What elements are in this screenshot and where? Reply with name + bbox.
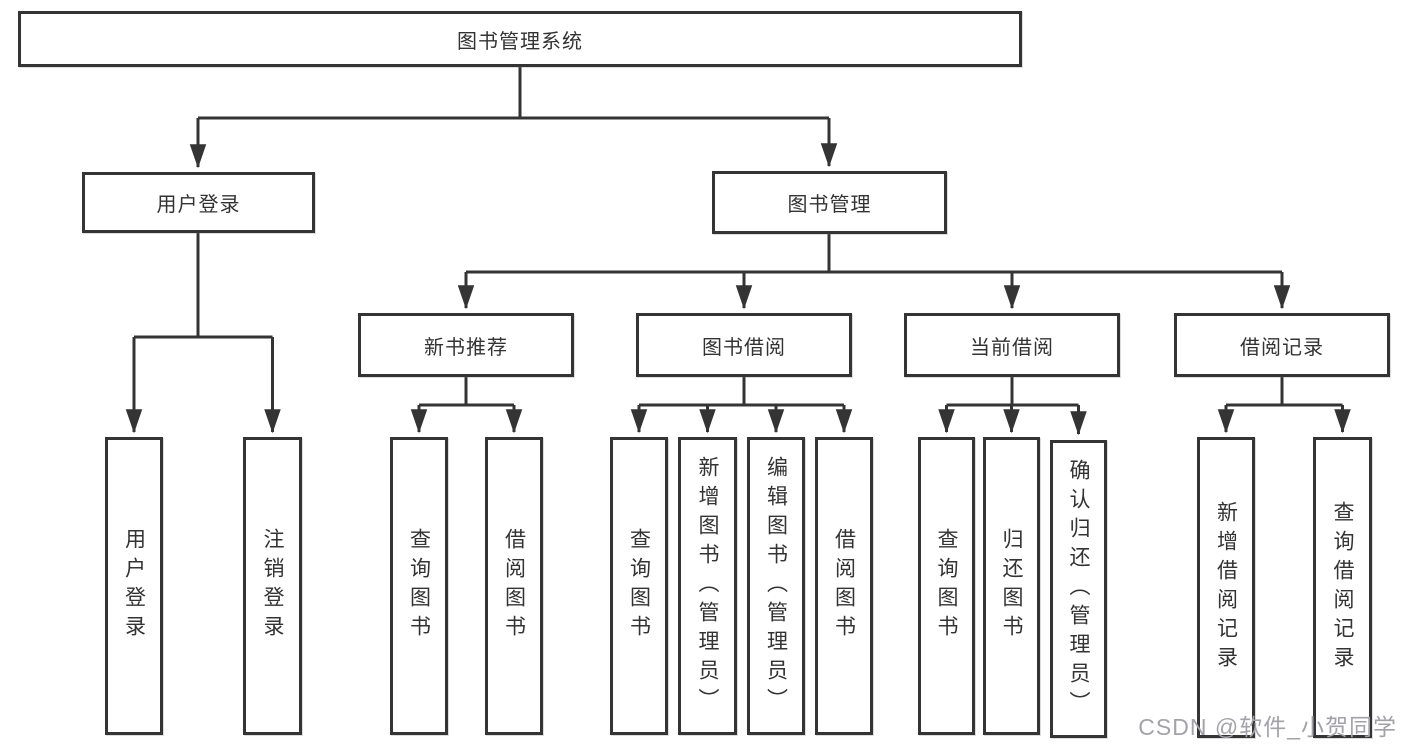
- node-book-management: 图书管理: [712, 171, 947, 234]
- connector-root-trunk: [198, 67, 829, 120]
- connector-book-borrow-trunk: [639, 377, 844, 407]
- connector-current-borrow-trunk: [946, 377, 1079, 407]
- leaf-bb-borrow-book: 借阅图书: [815, 437, 873, 735]
- leaf-user-login: 用户登录: [105, 437, 163, 735]
- leaf-nb-query-book: 查询图书: [390, 437, 448, 735]
- leaf-cb-query-book: 查询图书: [918, 437, 975, 735]
- leaf-bb-query-book: 查询图书: [610, 437, 668, 735]
- connector-borrow-records-trunk: [1226, 377, 1343, 407]
- node-user-login: 用户登录: [82, 172, 315, 233]
- leaf-bb-edit-book-admin: 编辑图书（管理员）: [747, 437, 805, 735]
- leaf-bb-add-book-admin: 新增图书（管理员）: [678, 437, 737, 735]
- leaf-nb-borrow-book: 借阅图书: [485, 437, 543, 735]
- node-borrow-records: 借阅记录: [1174, 313, 1390, 377]
- leaf-cb-confirm-return-admin: 确认归还（管理员）: [1050, 440, 1107, 738]
- leaf-cb-return-book: 归还图书: [983, 437, 1040, 735]
- node-new-book-recommend: 新书推荐: [358, 313, 574, 377]
- node-root-library-system: 图书管理系统: [18, 11, 1022, 67]
- connector-book-management-trunk: [466, 234, 1282, 274]
- node-book-borrow: 图书借阅: [636, 313, 852, 377]
- connector-new-book-trunk: [419, 377, 514, 407]
- node-current-borrow: 当前借阅: [904, 313, 1120, 377]
- csdn-watermark: CSDN @软件_小贺同学: [1138, 714, 1397, 740]
- leaf-br-query-record: 查询借阅记录: [1313, 437, 1372, 738]
- connector-user-login-trunk: [134, 233, 273, 339]
- leaf-logout: 注销登录: [243, 437, 302, 735]
- leaf-br-add-record: 新增借阅记录: [1197, 437, 1255, 738]
